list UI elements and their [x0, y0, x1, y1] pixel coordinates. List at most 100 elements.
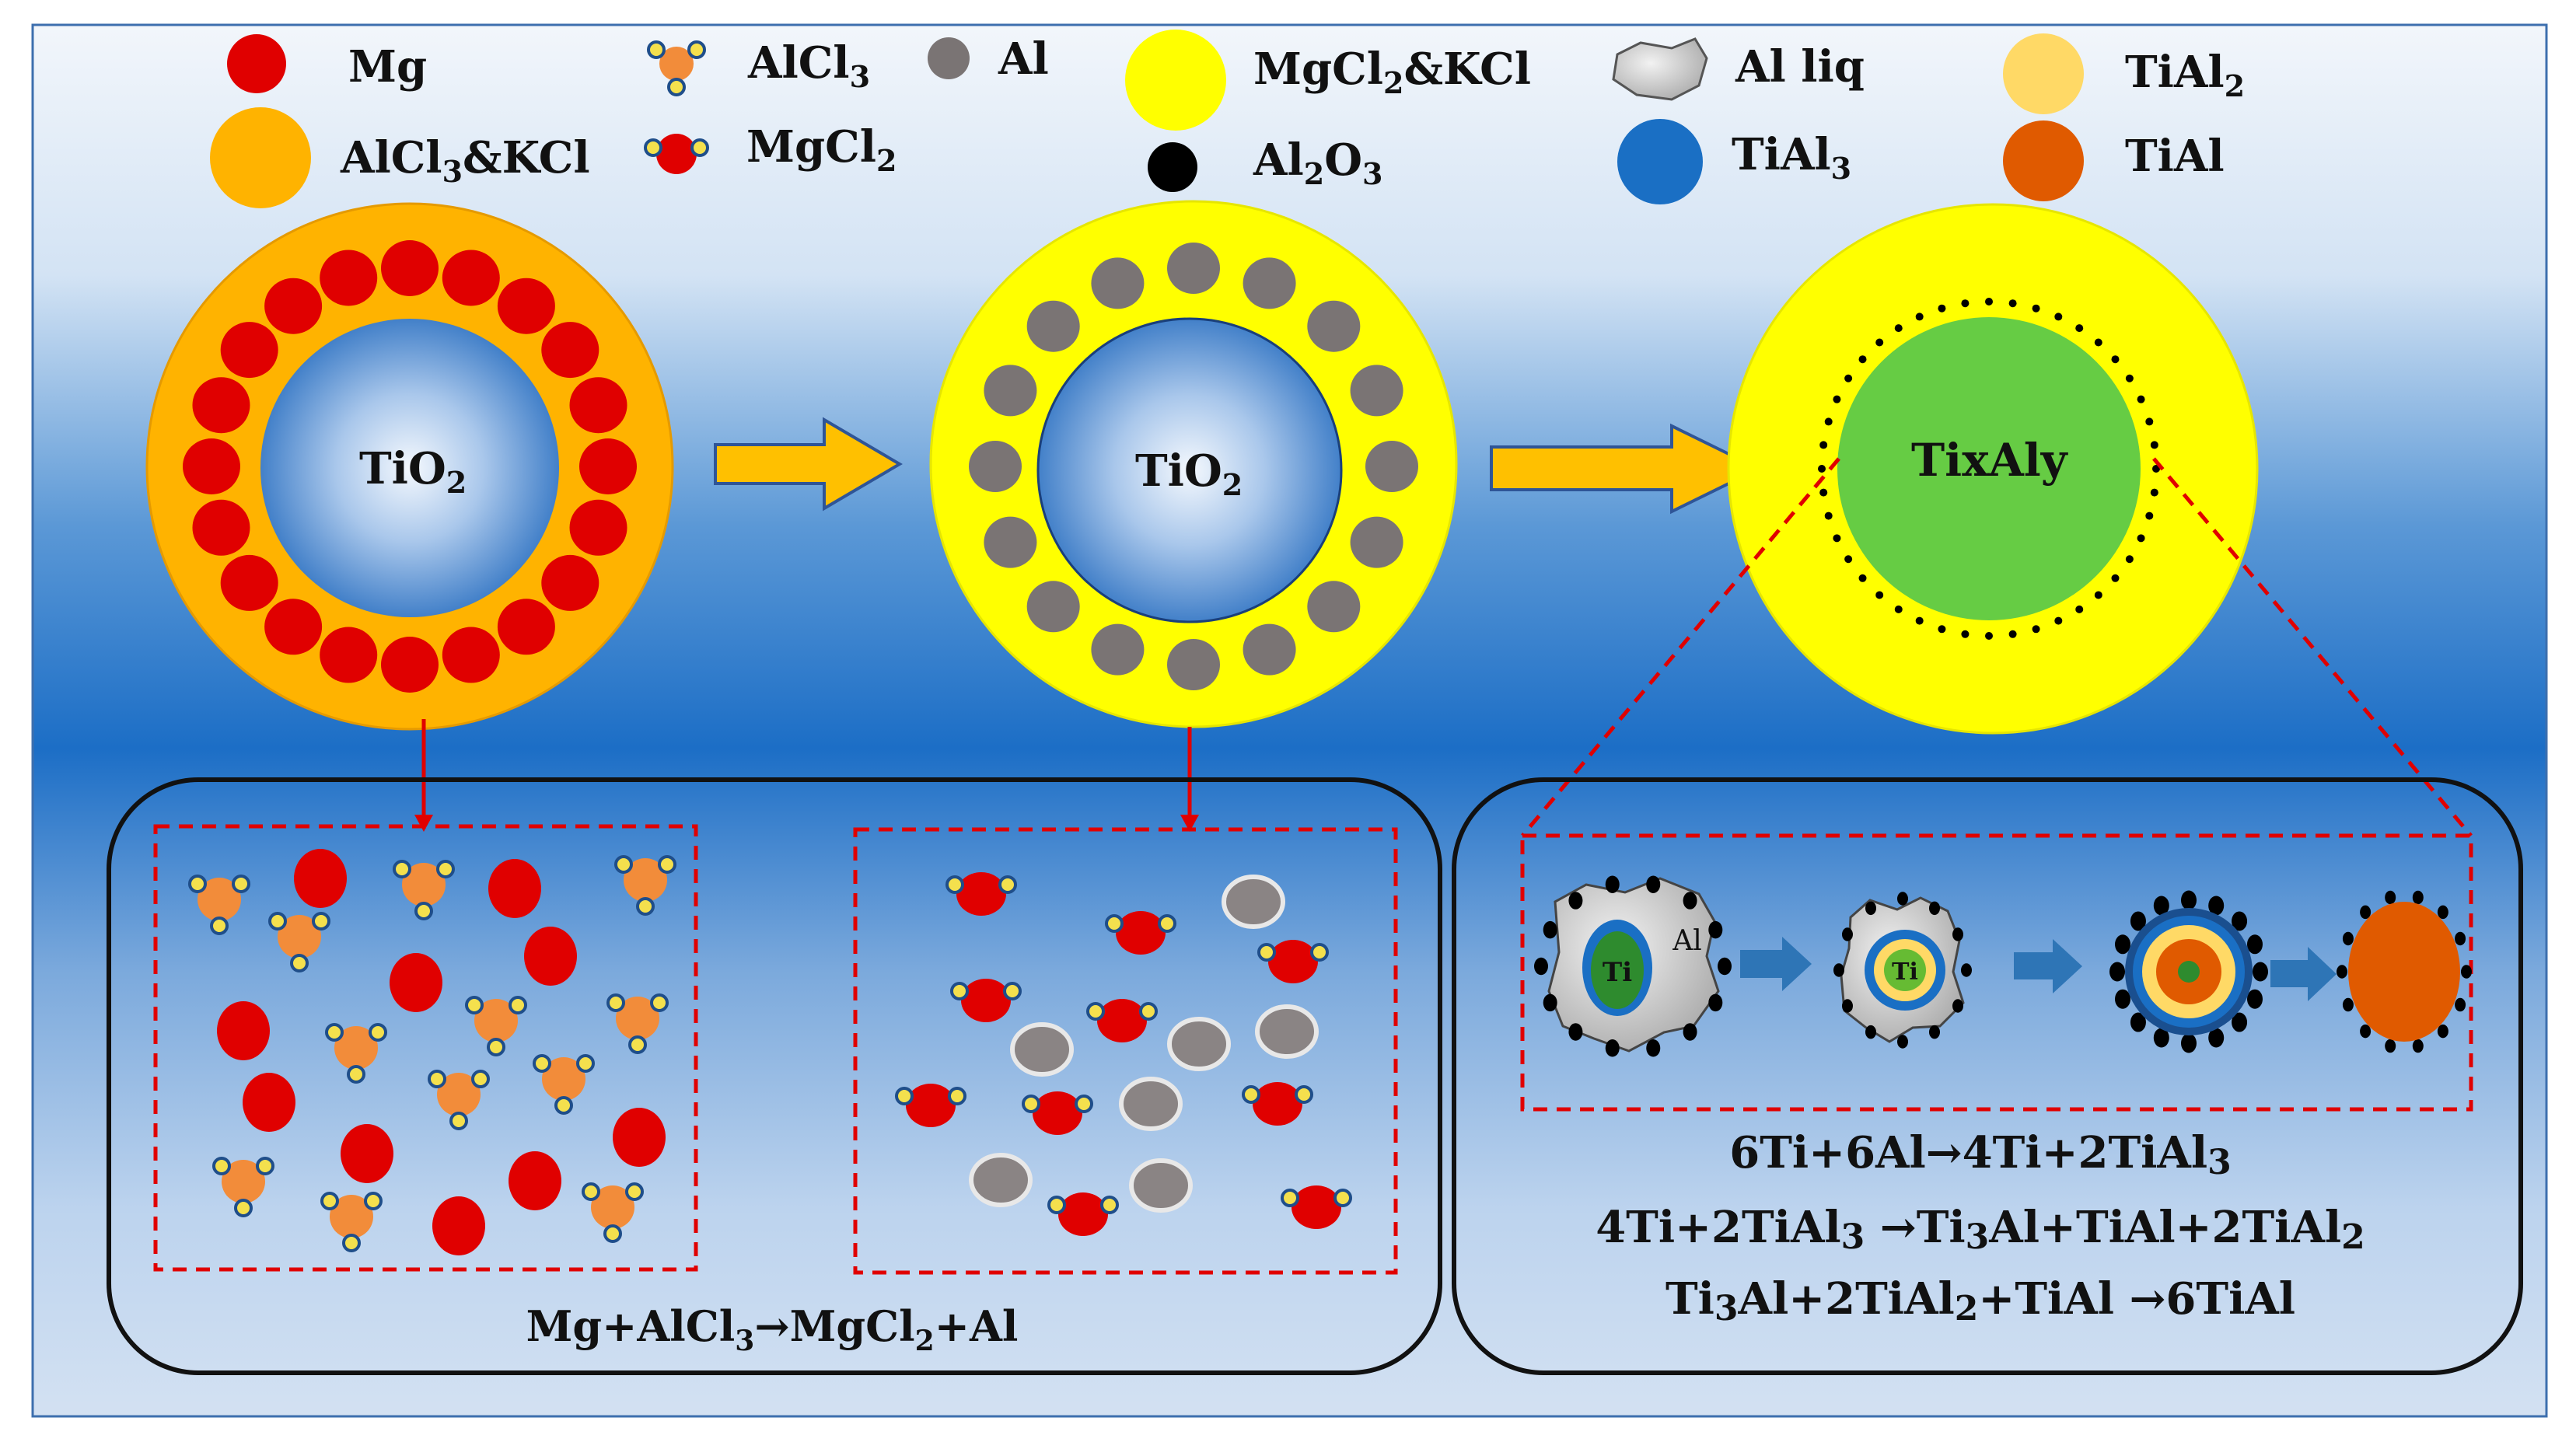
cl-atom	[625, 1182, 644, 1201]
legend-mgcl2-label: MgCl2	[746, 121, 897, 178]
cl-atom	[188, 875, 207, 893]
al2o3-particle	[1844, 555, 1853, 564]
al-particle	[1119, 1077, 1183, 1131]
al2o3-particle	[1858, 574, 1867, 582]
al-particle	[1010, 1022, 1074, 1077]
particle-stage-1: TiO2	[145, 202, 674, 731]
alcl3-core	[474, 999, 518, 1042]
al2o3-particle	[1605, 875, 1620, 893]
al-particle	[1243, 623, 1296, 676]
legend-al2o3-swatch	[1148, 142, 1197, 192]
alcl3-core	[402, 863, 446, 906]
legend-alcl3-molecule-icon	[647, 40, 706, 96]
al2o3-particle	[1824, 417, 1833, 426]
tio2-core-middle	[1036, 317, 1343, 623]
cl-atom	[603, 1224, 622, 1243]
cl-atom	[554, 1096, 573, 1115]
legend-tial2-swatch	[2003, 33, 2084, 114]
cl-atom	[606, 993, 625, 1012]
mg-particle	[243, 1073, 295, 1132]
al2o3-particle	[2455, 931, 2466, 946]
alcl3-molecule	[393, 860, 455, 920]
legend-tial3-label: TiAl3	[1732, 129, 1851, 186]
alcl3-molecule	[428, 1070, 490, 1130]
ti-core-2	[1884, 949, 1926, 991]
mg-particle	[341, 1124, 393, 1183]
cl-atom	[232, 875, 250, 893]
mgcl2-molecule	[1047, 1192, 1119, 1236]
cl-atom	[998, 875, 1017, 894]
mg-particle	[569, 377, 627, 434]
alcl3-core	[197, 878, 241, 921]
al2o3-particle	[2150, 488, 2158, 497]
alcl3-core	[591, 1185, 634, 1229]
transformation-sequence: Ti Al Ti	[1534, 875, 2472, 1057]
mgcl2-core	[1268, 940, 1318, 983]
legend-al-liq-label: Al liq	[1735, 41, 1865, 93]
al2o3-particle	[1543, 993, 1557, 1012]
cl-atom	[1281, 1189, 1299, 1207]
legend: Mg AlCl3&KCl AlCl3 MgCl2 Al MgCl2&KCl Al…	[210, 30, 2245, 208]
mg-particle	[220, 554, 278, 611]
cl-atom	[210, 917, 229, 935]
mg-particle	[320, 627, 378, 683]
al2o3-particle	[2412, 890, 2424, 905]
al2o3-particle	[1646, 1039, 1661, 1057]
alcl3-core	[222, 1160, 265, 1203]
cl-atom	[650, 993, 669, 1012]
cl-atom	[1086, 1002, 1105, 1021]
alcl3-molecule	[188, 875, 250, 935]
mgcl2-core	[1291, 1185, 1341, 1229]
tio2-label-middle: TiO2	[1135, 445, 1243, 502]
al2o3-particle	[2008, 630, 2017, 638]
alcl3-core	[542, 1057, 585, 1101]
al-particle	[1026, 300, 1080, 352]
cl-atom	[614, 855, 633, 874]
alcl3-molecule	[212, 1157, 274, 1217]
al-particle-ring	[969, 243, 1418, 690]
al2o3-particle	[1875, 591, 1884, 599]
al2o3-particle	[1833, 395, 1841, 403]
cl-atom	[1075, 1095, 1093, 1113]
mg-particle	[579, 438, 637, 494]
process-arrow-2	[1490, 423, 1763, 515]
al2o3-particle	[1718, 957, 1732, 976]
tial-final-particle	[2348, 902, 2460, 1042]
legend-tial3-swatch	[1617, 119, 1703, 204]
al2o3-particle	[2111, 355, 2120, 364]
al2o3-particle	[1708, 993, 1723, 1012]
zoom-box-stage-1-contents	[188, 849, 676, 1255]
cl-atom	[1333, 1189, 1352, 1207]
al2o3-particle	[1875, 338, 1884, 347]
mgcl2-core	[1033, 1091, 1082, 1135]
legend-al-swatch	[928, 37, 970, 79]
cl-atom	[487, 1038, 505, 1056]
al2o3-particle	[2130, 1012, 2146, 1032]
mgcl2-molecule	[1281, 1185, 1352, 1229]
zoom-box-stage-2	[853, 827, 1398, 1275]
mg-particle	[264, 599, 323, 655]
cl-atom	[1310, 943, 1329, 962]
al-particle	[969, 441, 1022, 492]
al2o3-particle	[1929, 901, 1940, 916]
al2o3-particle	[1952, 927, 1964, 941]
al-particle	[1167, 243, 1220, 294]
al2o3-particle	[1961, 299, 1970, 308]
al2o3-particle	[1683, 1023, 1697, 1041]
al2o3-particle	[2385, 890, 2396, 905]
al2o3-particle	[2181, 890, 2197, 910]
al2o3-particle	[2153, 896, 2169, 916]
zoom-box-stage-2-contents	[895, 872, 1352, 1236]
legend-mgcl2-kcl-label: MgCl2&KCl	[1253, 44, 1531, 100]
al2o3-particle	[2337, 965, 2347, 979]
al2o3-particle	[2208, 896, 2225, 916]
al2o3-particle	[2125, 374, 2134, 382]
cl-atom	[533, 1054, 551, 1073]
al-particle	[1129, 1158, 1193, 1213]
cl-atom	[658, 855, 676, 874]
cl-atom	[948, 1087, 966, 1105]
al-particle	[1091, 257, 1145, 309]
mg-particle	[192, 499, 250, 556]
al-particle	[1307, 581, 1361, 633]
